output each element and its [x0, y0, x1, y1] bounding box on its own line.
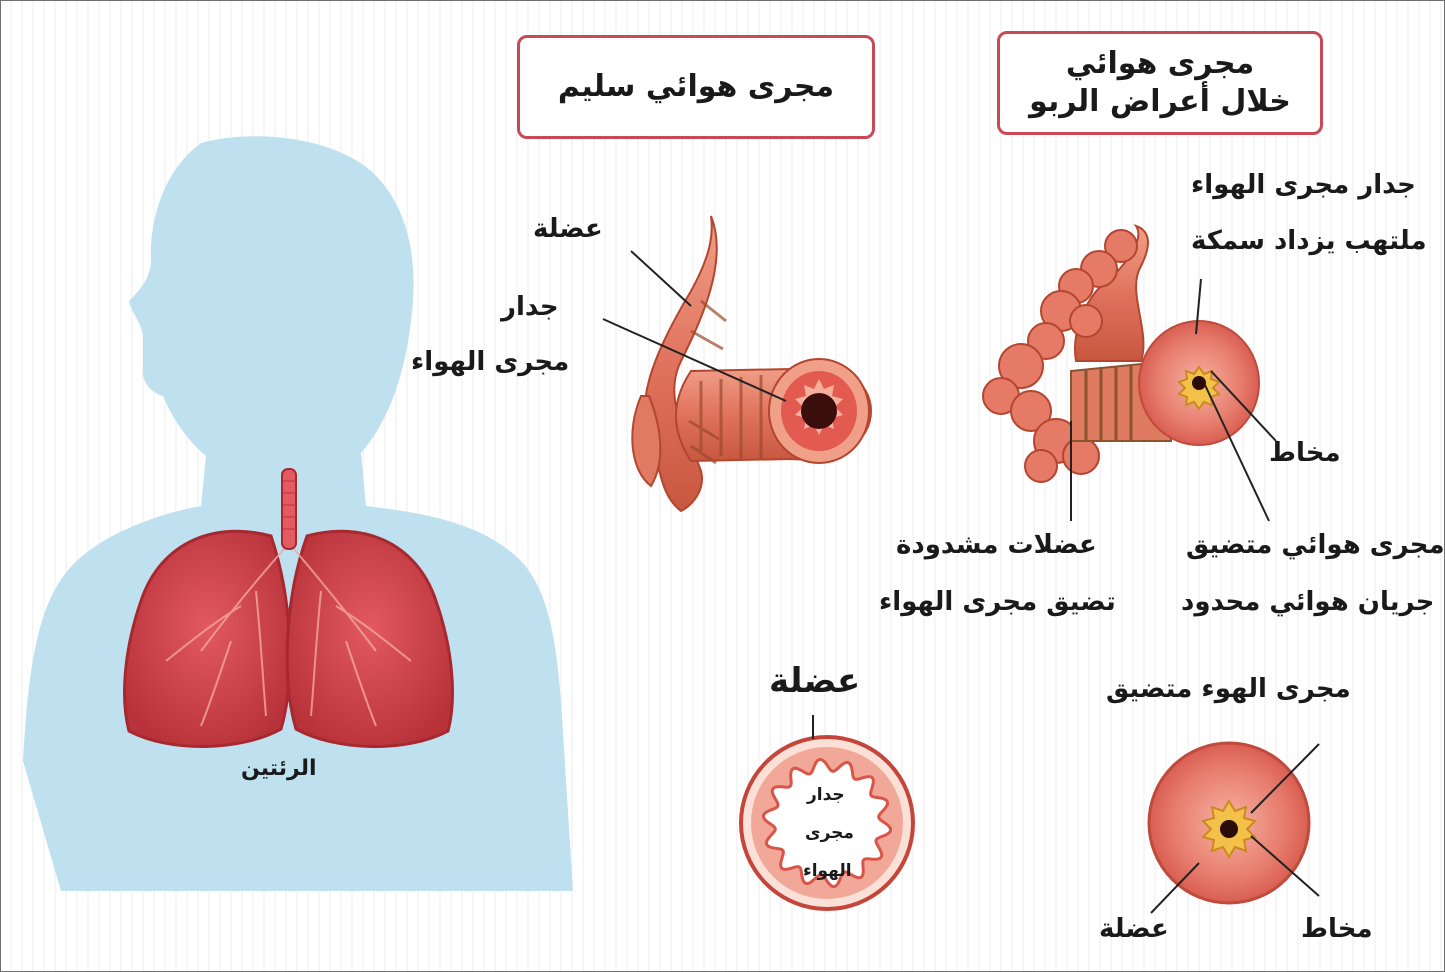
healthy-airway-illustration [632, 216, 871, 511]
narrowed-airway-label-line1: مجرى هوائي متضيق [1186, 529, 1445, 561]
asthma-airway-title-line2: خلال أعراض الربو [1029, 83, 1291, 121]
healthy-muscle-label: عضلة [533, 213, 603, 245]
asthma-wall-label-line2: ملتهب يزداد سمكة [1191, 225, 1427, 257]
healthy-cross-inner-line1: جدار [807, 779, 845, 811]
healthy-wall-label-line2: مجرى الهواء [411, 346, 569, 378]
healthy-cross-inner-line2: مجرى [805, 817, 854, 849]
healthy-wall-label-line1: جدار [501, 291, 559, 323]
asthma-mucus-label: مخاط [1269, 437, 1341, 469]
lungs-label: الرئتين [241, 753, 317, 785]
healthy-airway-title-box: مجرى هوائي سليم [517, 35, 875, 139]
narrowed-airway-label-line2: جريان هوائي محدود [1181, 586, 1434, 618]
asthma-airway-title-line1: مجرى هوائي [1066, 45, 1254, 83]
healthy-cross-title: عضلة [769, 665, 860, 697]
narrowed-cross-section [1149, 743, 1309, 903]
narrowed-cross-title: مجرى الهوء متضيق [1106, 673, 1351, 705]
narrowed-cross-muscle-label: عضلة [1099, 913, 1169, 945]
healthy-airway-title: مجرى هوائي سليم [558, 68, 834, 106]
asthma-airway-title-box: مجرى هوائي خلال أعراض الربو [997, 31, 1323, 135]
tight-muscles-label-line2: تضيق مجرى الهواء [879, 586, 1116, 618]
tight-muscles-label-line1: عضلات مشدودة [896, 529, 1097, 561]
healthy-cross-inner-line3: الهواء [803, 855, 852, 887]
asthma-airway-illustration [983, 226, 1259, 482]
asthma-wall-label-line1: جدار مجرى الهواء [1191, 169, 1416, 201]
narrowed-cross-mucus-label: مخاط [1301, 913, 1373, 945]
